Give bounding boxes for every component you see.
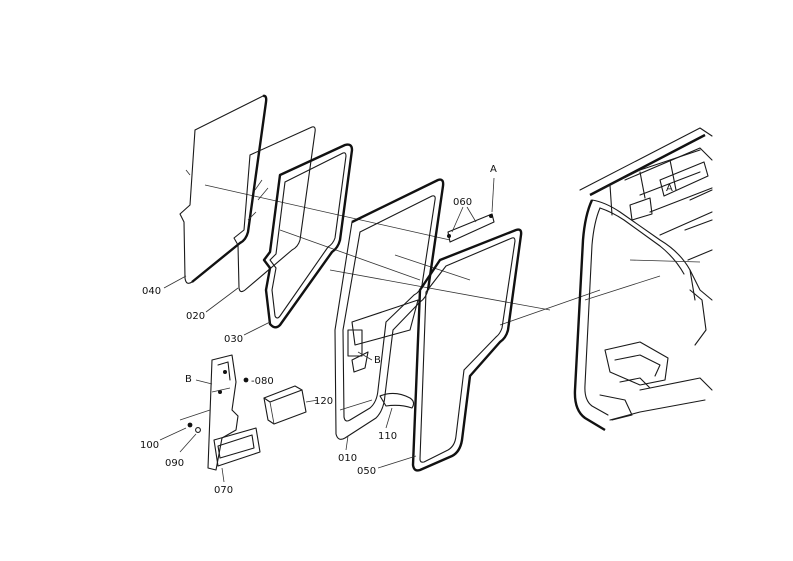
glass-panel-040: [179, 94, 268, 284]
alignment-lines: [204, 184, 601, 326]
door-frame-010: [334, 178, 445, 440]
label-b-door: B: [374, 355, 381, 366]
cab-frame: [573, 127, 713, 432]
hardware-080-090-100: [159, 377, 249, 453]
part-labels: 040 020 030 010 050 060 A A B B -080 120…: [140, 164, 673, 496]
gasket-030: [262, 143, 354, 329]
label-110: 110: [378, 431, 397, 442]
label-a-door: A: [490, 164, 497, 175]
label-leaders: [163, 275, 417, 483]
label-a-cab: A: [666, 183, 673, 194]
label-050: 050: [357, 466, 376, 477]
label-090: 090: [165, 458, 184, 469]
door-seal-050: [411, 228, 523, 472]
label-060: 060: [453, 197, 472, 208]
label-b-bracket: B: [185, 374, 192, 385]
handle-110: [379, 392, 415, 409]
label-020: 020: [186, 311, 205, 322]
storage-box-120: [263, 385, 319, 425]
strike-plate-060: [447, 177, 495, 243]
label-080: -080: [251, 376, 274, 387]
bracket-070: [207, 354, 261, 471]
label-030: 030: [224, 334, 243, 345]
label-010: 010: [338, 453, 357, 464]
label-070: 070: [214, 485, 233, 496]
label-100: 100: [140, 440, 159, 451]
label-040: 040: [142, 286, 161, 297]
glass-panel-020: [233, 126, 316, 293]
label-120: 120: [314, 396, 333, 407]
